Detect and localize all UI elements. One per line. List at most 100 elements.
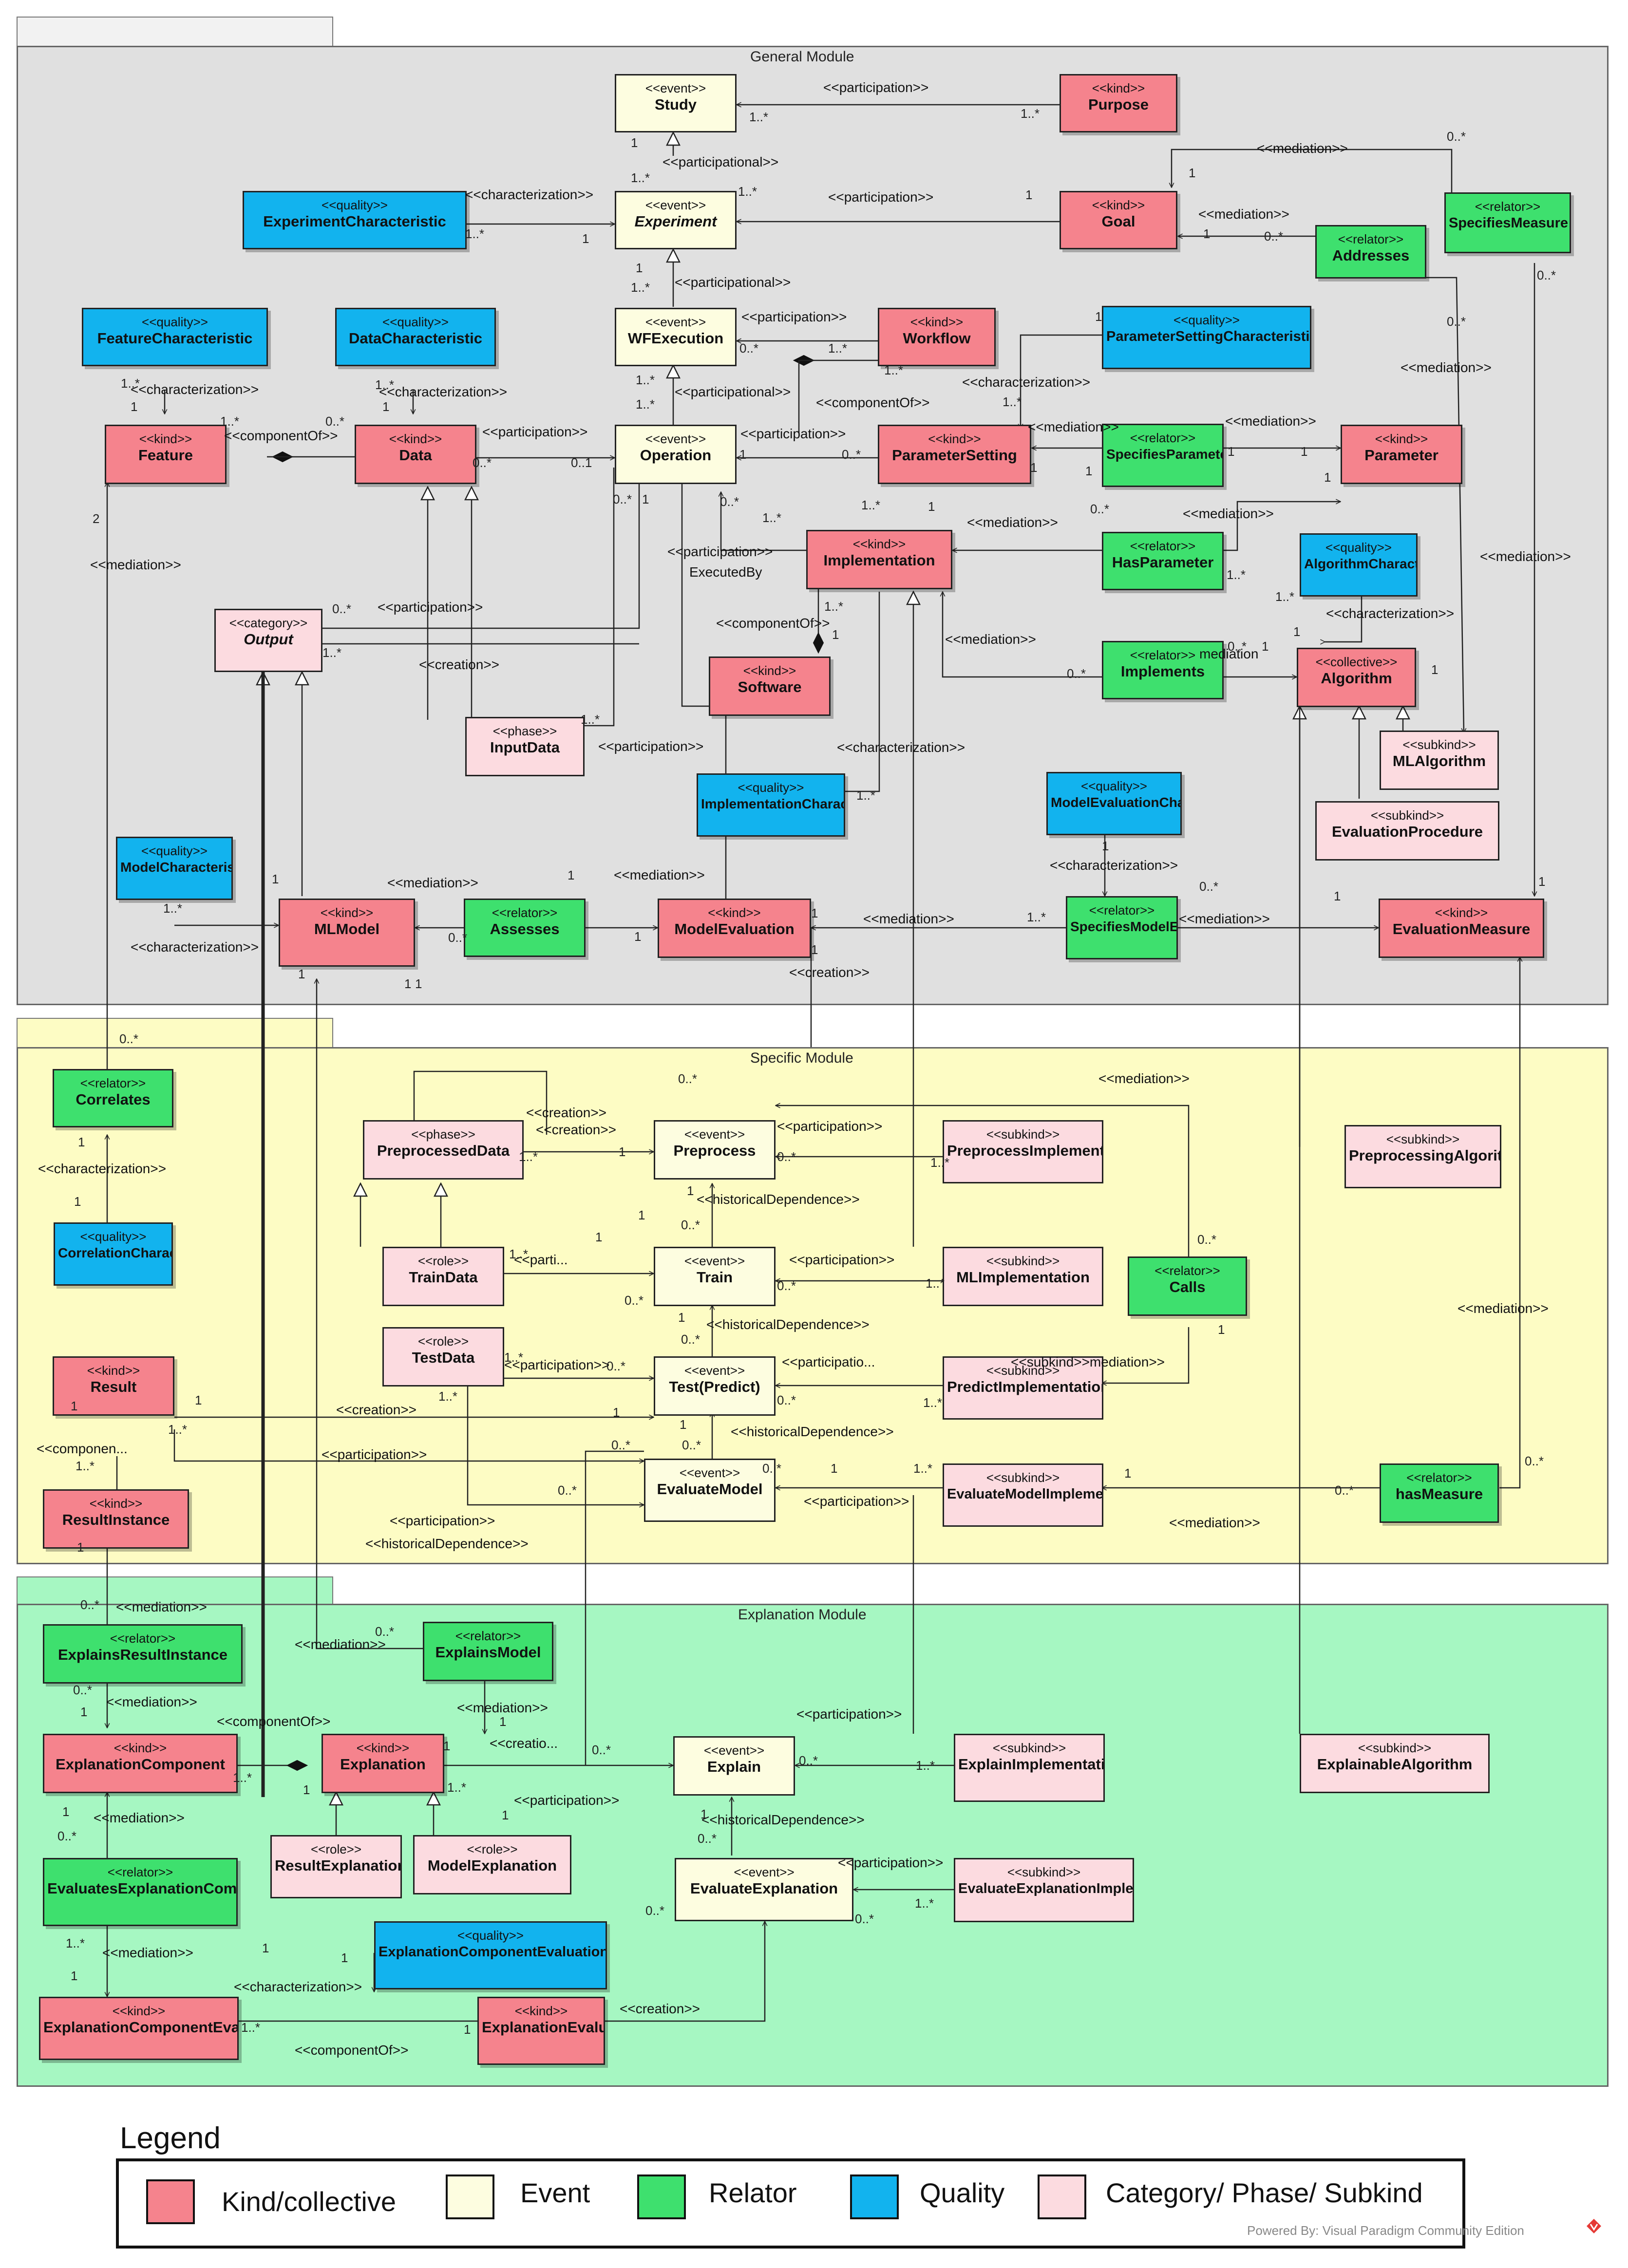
mult: 1 xyxy=(131,399,138,414)
ml-implementation-box[interactable]: <<subkind>>MLImplementation xyxy=(943,1247,1103,1306)
result-box[interactable]: <<kind>>Result xyxy=(53,1356,174,1416)
data-box[interactable]: <<kind>>Data xyxy=(355,425,476,484)
parameter-setting-box[interactable]: <<kind>>ParameterSetting xyxy=(878,425,1031,484)
explains-result-instance-box[interactable]: <<relator>>ExplainsResultInstance xyxy=(43,1624,243,1684)
label-mediation: <<mediation>> xyxy=(1225,413,1316,429)
preprocessed-data-box[interactable]: <<phase>>PreprocessedData xyxy=(363,1120,524,1180)
mult: 1 xyxy=(262,1941,269,1955)
output-box[interactable]: <<category>>Output xyxy=(214,609,322,672)
input-data-box[interactable]: <<phase>>InputData xyxy=(465,717,585,776)
evaluate-explanation-implementation-box[interactable]: <<subkind>>EvaluateExplanationImplementa… xyxy=(954,1858,1134,1922)
label-parti-short: <<parti... xyxy=(514,1252,568,1267)
specifies-model-evaluation-box[interactable]: <<relator>>SpecifiesModelEvaluation xyxy=(1066,896,1178,959)
train-data-box[interactable]: <<role>>TrainData xyxy=(382,1247,504,1306)
specifies-parameter-box[interactable]: <<relator>>SpecifiesParameter xyxy=(1102,424,1224,487)
predict-implementation-box[interactable]: <<subkind>>PredictImplementation xyxy=(943,1356,1103,1420)
feature-characteristic-box[interactable]: <<quality>>FeatureCharacteristic xyxy=(82,308,268,366)
label-participation: <<participation>> xyxy=(804,1494,909,1509)
train-box[interactable]: <<event>>Train xyxy=(654,1247,776,1306)
mult: 1 xyxy=(831,1461,838,1476)
correlates-box[interactable]: <<relator>>Correlates xyxy=(53,1069,173,1127)
mult: 1..* xyxy=(915,1896,934,1911)
data-characteristic-box[interactable]: <<quality>>DataCharacteristic xyxy=(335,308,496,366)
mult: 1 xyxy=(1431,662,1439,677)
model-evaluation-box[interactable]: <<kind>>ModelEvaluation xyxy=(658,899,811,958)
model-explanation-box[interactable]: <<role>>ModelExplanation xyxy=(413,1835,571,1894)
feature-box[interactable]: <<kind>>Feature xyxy=(105,425,227,484)
box-name: EvaluateModel xyxy=(657,1481,763,1498)
evaluate-model-box[interactable]: <<event>>EvaluateModel xyxy=(644,1459,776,1522)
goal-box[interactable]: <<kind>>Goal xyxy=(1060,191,1177,249)
box-name: ModelCharacteristic xyxy=(120,860,231,875)
preprocess-box[interactable]: <<event>>Preprocess xyxy=(654,1120,776,1180)
evaluate-model-implementation-box[interactable]: <<subkind>>EvaluateModelImplementation xyxy=(943,1463,1103,1527)
correlation-characteristic-box[interactable]: <<quality>>CorrelationCharacteristic xyxy=(54,1222,173,1286)
explanation-component-box[interactable]: <<kind>>ExplanationComponent xyxy=(43,1734,238,1793)
mult: 1 xyxy=(78,1135,85,1149)
addresses-box[interactable]: <<relator>>Addresses xyxy=(1315,225,1426,279)
mult: 1..* xyxy=(447,1780,467,1795)
software-box[interactable]: <<kind>>Software xyxy=(709,656,831,716)
stereotype: <<phase>> xyxy=(411,1127,475,1142)
explanation-component-evaluation-characteristic-box[interactable]: <<quality>>ExplanationComponentEvaluatio… xyxy=(374,1921,607,1989)
explains-model-box[interactable]: <<relator>>ExplainsModel xyxy=(423,1622,553,1681)
test-predict-box[interactable]: <<event>>Test(Predict) xyxy=(654,1356,776,1416)
implementation-characteristic-box[interactable]: <<quality>>ImplementationCharacteristic xyxy=(697,773,845,837)
specifies-measure-box[interactable]: <<relator>>SpecifiesMeasure xyxy=(1444,192,1571,253)
implementation-box[interactable]: <<kind>>Implementation xyxy=(806,530,952,589)
evaluation-procedure-box[interactable]: <<subkind>>EvaluationProcedure xyxy=(1315,801,1499,861)
stereotype: <<kind>> xyxy=(928,431,981,446)
box-name: Feature xyxy=(138,447,193,464)
implements-box[interactable]: <<relator>>Implements xyxy=(1102,641,1224,699)
model-evaluation-characteristic-box[interactable]: <<quality>>ModelEvaluationCharacteristic xyxy=(1046,772,1182,835)
box-name: ExplainImplementation xyxy=(958,1756,1105,1773)
explain-box[interactable]: <<event>>Explain xyxy=(673,1736,795,1796)
box-name: AlgorithmCharacteristic xyxy=(1304,556,1416,571)
explanation-box[interactable]: <<kind>>Explanation xyxy=(322,1734,444,1793)
result-explanation-box[interactable]: <<role>>ResultExplanation xyxy=(270,1835,402,1898)
preprocessing-algorithm-box[interactable]: <<subkind>>PreprocessingAlgorithm xyxy=(1344,1125,1501,1188)
ml-model-box[interactable]: <<kind>>MLModel xyxy=(279,899,415,967)
assesses-box[interactable]: <<relator>>Assesses xyxy=(464,899,586,957)
explain-implementation-box[interactable]: <<subkind>>ExplainImplementation xyxy=(954,1734,1105,1802)
experiment-characteristic-box[interactable]: <<quality>>ExperimentCharacteristic xyxy=(243,191,467,249)
line-result-participation xyxy=(173,1429,644,1461)
line-hasmeasure-evalmeasure xyxy=(1499,957,1520,1489)
legend-swatch-event xyxy=(446,2174,494,2219)
stereotype: <<category>> xyxy=(229,616,308,630)
purpose-box[interactable]: <<kind>>Purpose xyxy=(1060,74,1177,132)
evaluation-measure-box[interactable]: <<kind>>EvaluationMeasure xyxy=(1379,899,1544,958)
parameter-box[interactable]: <<kind>>Parameter xyxy=(1341,425,1462,484)
preprocess-implementation-box[interactable]: <<subkind>>PreprocessImplementation xyxy=(943,1120,1103,1183)
operation-box[interactable]: <<event>>Operation xyxy=(615,425,737,484)
evaluates-explanation-component-box[interactable]: <<relator>>EvaluatesExplanationComponent xyxy=(43,1858,238,1926)
wfexecution-box[interactable]: <<event>>WFExecution xyxy=(615,308,737,366)
stereotype: <<kind>> xyxy=(1092,198,1145,212)
experiment-box[interactable]: <<event>>Experiment xyxy=(615,191,737,249)
algorithm-box[interactable]: <<collective>>Algorithm xyxy=(1297,648,1416,707)
evaluate-explanation-box[interactable]: <<event>>EvaluateExplanation xyxy=(675,1858,853,1921)
algorithm-characteristic-box[interactable]: <<quality>>AlgorithmCharacteristic xyxy=(1300,533,1418,597)
model-characteristic-box[interactable]: <<quality>>ModelCharacteristic xyxy=(116,837,233,900)
study-box[interactable]: <<event>>Study xyxy=(615,74,737,132)
workflow-box[interactable]: <<kind>>Workflow xyxy=(878,308,996,366)
calls-box[interactable]: <<relator>>Calls xyxy=(1128,1256,1247,1316)
has-measure-box[interactable]: <<relator>>hasMeasure xyxy=(1380,1463,1499,1523)
result-instance-box[interactable]: <<kind>>ResultInstance xyxy=(43,1489,189,1549)
has-parameter-box[interactable]: <<relator>>HasParameter xyxy=(1102,532,1224,590)
box-name: EvaluationProcedure xyxy=(1331,823,1483,840)
line-mediation-mlalg xyxy=(1422,277,1464,733)
label-characterization: <<characterization>> xyxy=(1050,858,1178,873)
explanation-evaluation-box[interactable]: <<kind>>ExplanationEvaluation xyxy=(477,1997,605,2065)
explanation-component-evaluation-box[interactable]: <<kind>>ExplanationComponentEvaluation xyxy=(39,1997,239,2060)
line-mlmodel-preprocess xyxy=(413,1070,548,1152)
mult: 1..* xyxy=(856,788,876,803)
label-mediation: <<mediation>> xyxy=(1028,419,1119,434)
parameter-setting-characteristic-box[interactable]: <<quality>>ParameterSettingCharacteristi… xyxy=(1102,306,1311,369)
stereotype: <<quality>> xyxy=(1325,540,1392,555)
ml-algorithm-box[interactable]: <<subkind>>MLAlgorithm xyxy=(1380,731,1499,790)
mult: 1..* xyxy=(636,373,655,387)
stereotype: <<quality>> xyxy=(80,1229,147,1244)
test-data-box[interactable]: <<role>>TestData xyxy=(382,1327,504,1387)
explainable-algorithm-box[interactable]: <<subkind>>ExplainableAlgorithm xyxy=(1300,1734,1490,1793)
